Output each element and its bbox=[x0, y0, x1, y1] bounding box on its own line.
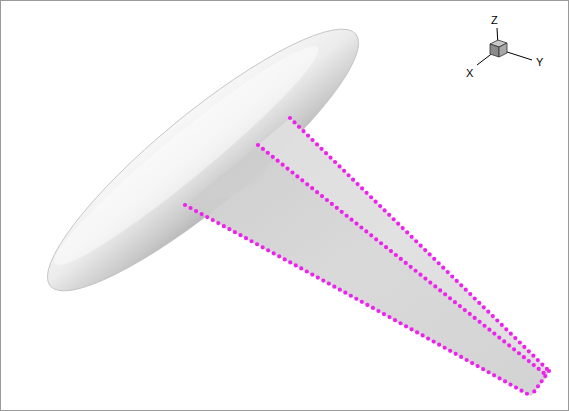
axis-label: Z bbox=[491, 14, 498, 26]
trailing-dotted-line bbox=[185, 205, 531, 396]
axis-cube bbox=[490, 40, 507, 57]
wing-upper-strip bbox=[258, 118, 549, 373]
mid-dotted-line bbox=[258, 145, 545, 374]
axis-label: Y bbox=[536, 56, 543, 68]
leading-dotted-line bbox=[290, 118, 549, 371]
axis-label: X bbox=[466, 67, 473, 79]
wing-surface bbox=[185, 118, 549, 396]
dotted-edge-lines bbox=[185, 118, 549, 396]
axis-triad bbox=[477, 28, 532, 65]
tip-dotted-line bbox=[531, 371, 549, 396]
